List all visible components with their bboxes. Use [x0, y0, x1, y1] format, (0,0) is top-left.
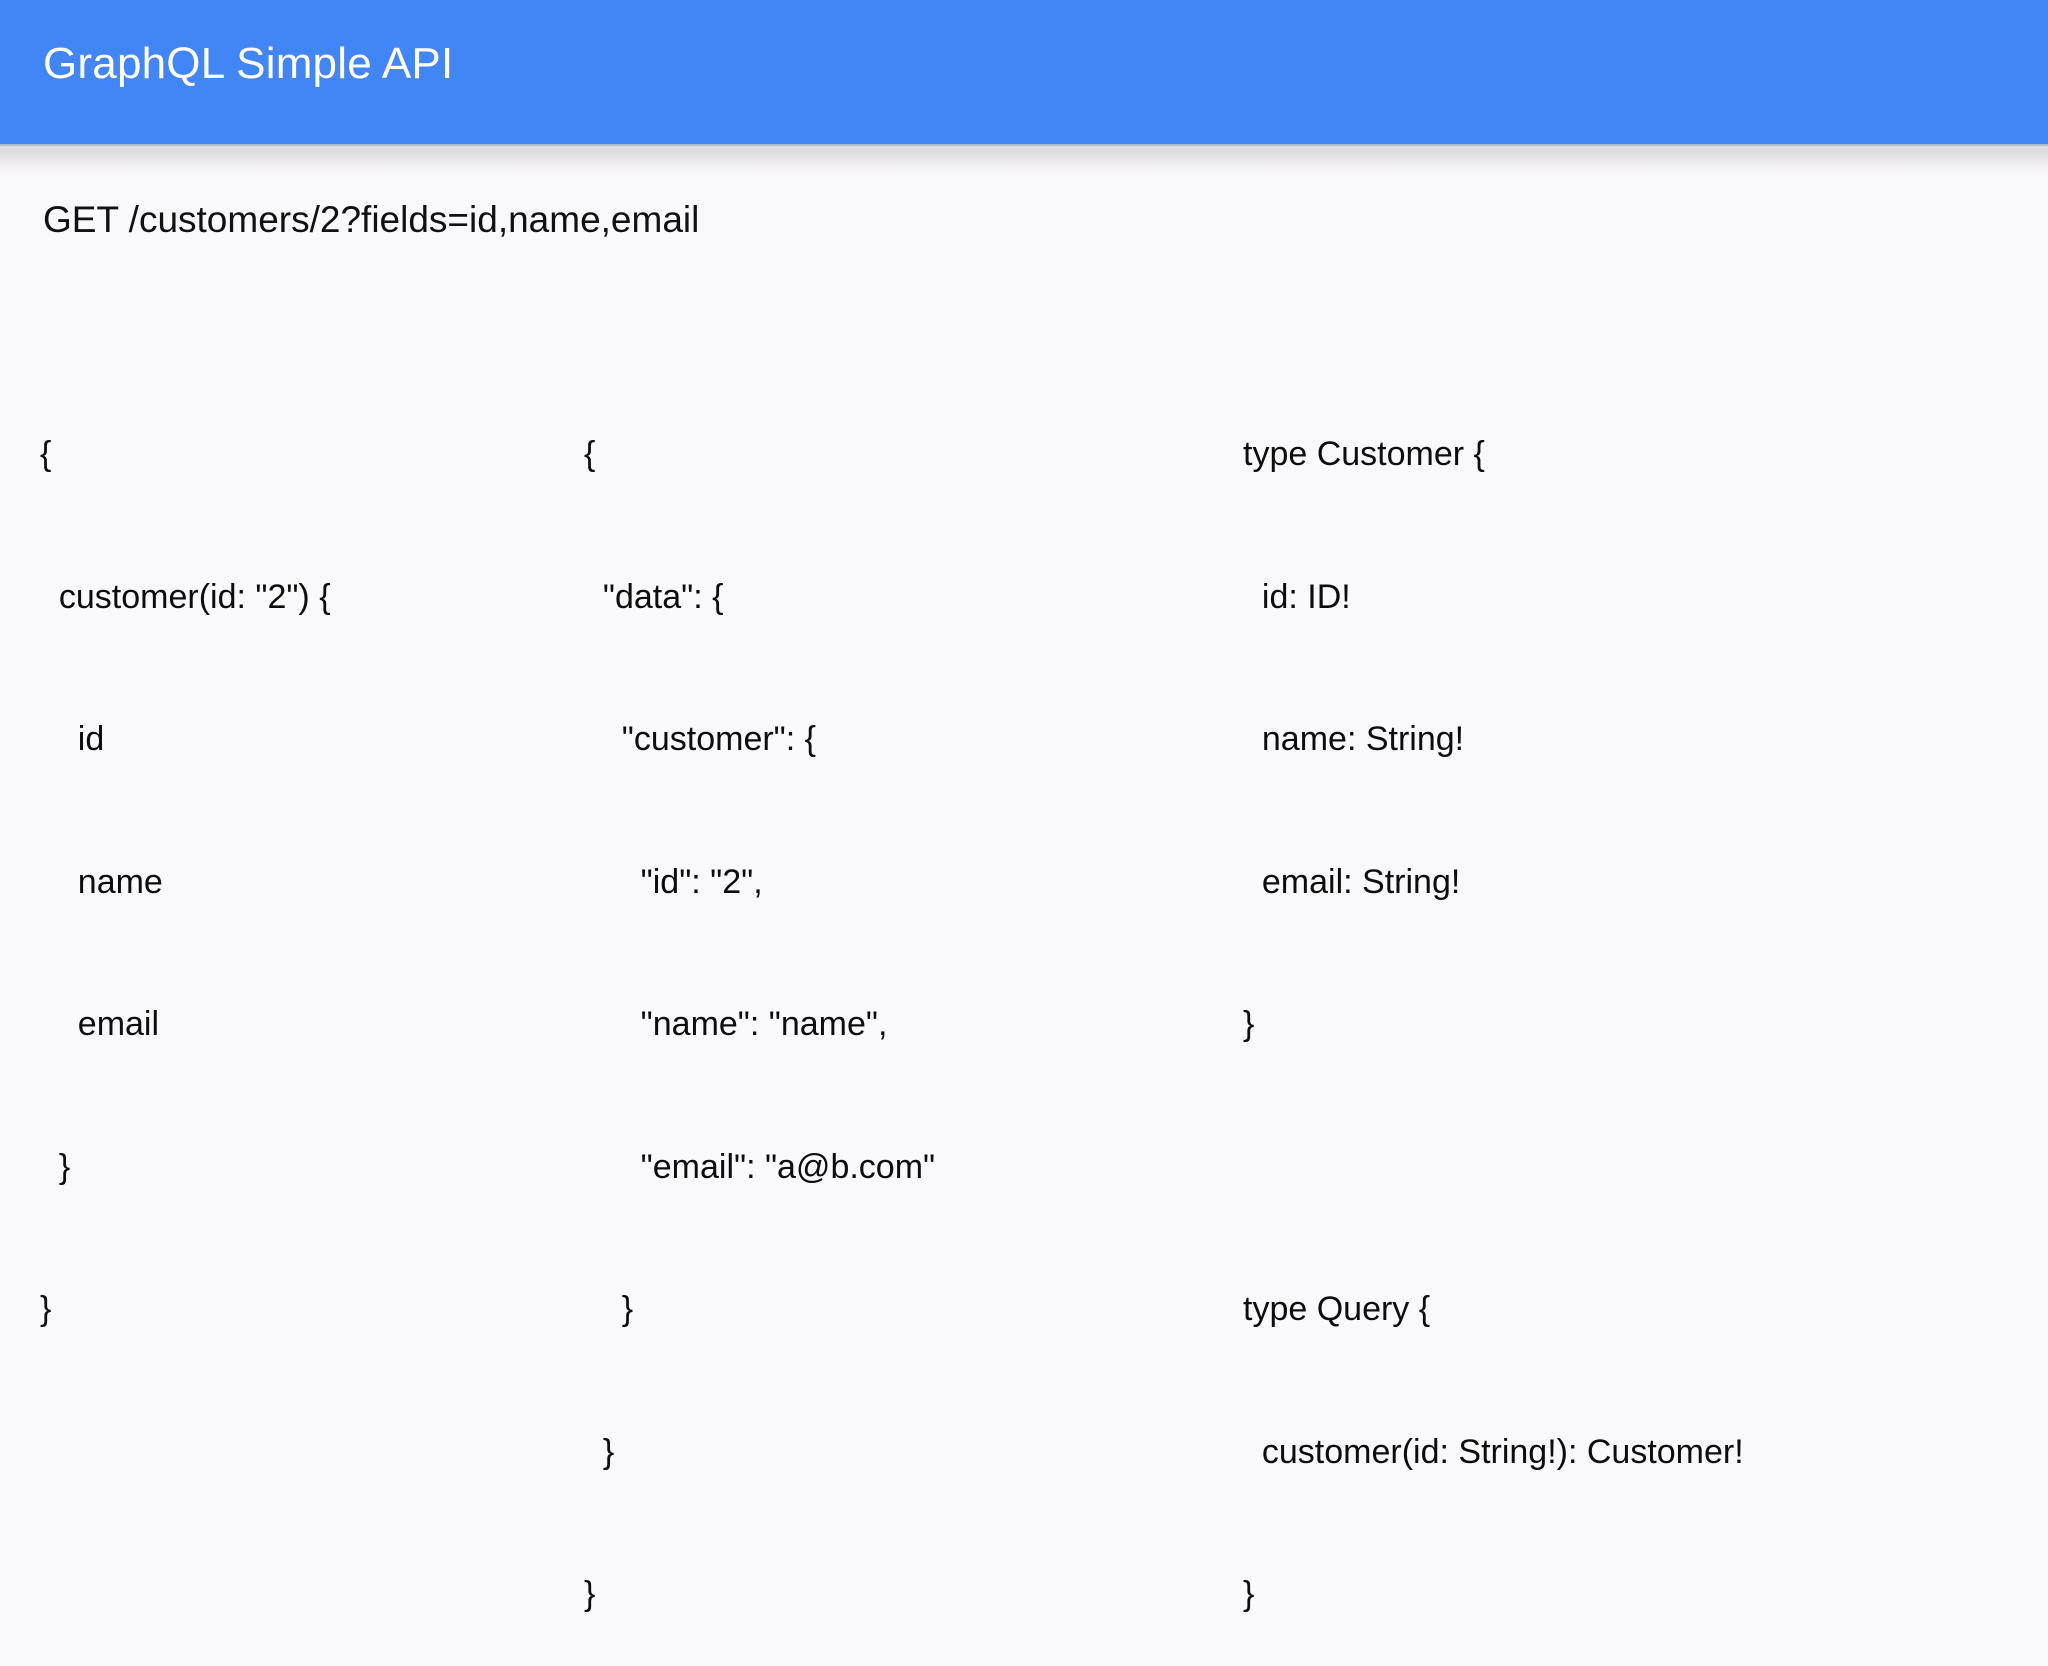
code-line: }: [584, 1575, 596, 1613]
code-line: email: String!: [1243, 862, 1461, 901]
code-line: }: [40, 1147, 71, 1186]
code-line-blank: [1243, 1144, 2003, 1192]
code-line: }: [40, 1290, 52, 1328]
code-line: "customer": {: [584, 720, 816, 758]
code-line: "data": {: [584, 577, 724, 616]
code-line: }: [584, 1432, 615, 1471]
code-line: }: [584, 1290, 634, 1328]
code-line: type Query {: [1243, 1290, 1431, 1328]
code-line: "email": "a@b.com": [584, 1147, 936, 1186]
graphql-query-block: { customer(id: "2") { id name email } }: [40, 336, 560, 1381]
code-line: "name": "name",: [584, 1005, 888, 1043]
code-line: }: [1243, 1005, 1255, 1043]
code-line: type Customer {: [1243, 435, 1485, 473]
code-line: email: [40, 1005, 160, 1043]
request-line: GET /customers/2?fields=id,name,email: [43, 199, 700, 240]
json-response-block: { "data": { "customer": { "id": "2", "na…: [584, 336, 1184, 1666]
code-line: }: [1243, 1575, 1255, 1613]
code-line: id: [40, 720, 105, 758]
header-shadow: [0, 148, 2048, 174]
code-line: id: ID!: [1243, 577, 1351, 616]
code-line: customer(id: String!): Customer!: [1243, 1432, 1744, 1471]
code-line: {: [40, 435, 52, 473]
code-line: {: [584, 435, 596, 473]
graphql-schema-block: type Customer { id: ID! name: String! em…: [1243, 336, 2003, 1666]
header-bar: GraphQL Simple API: [0, 0, 2048, 148]
code-line: customer(id: "2") {: [40, 577, 331, 616]
code-line: "id": "2",: [584, 862, 763, 901]
page-title: GraphQL Simple API: [43, 39, 454, 88]
code-line: name: String!: [1243, 720, 1465, 758]
code-line: name: [40, 862, 163, 901]
